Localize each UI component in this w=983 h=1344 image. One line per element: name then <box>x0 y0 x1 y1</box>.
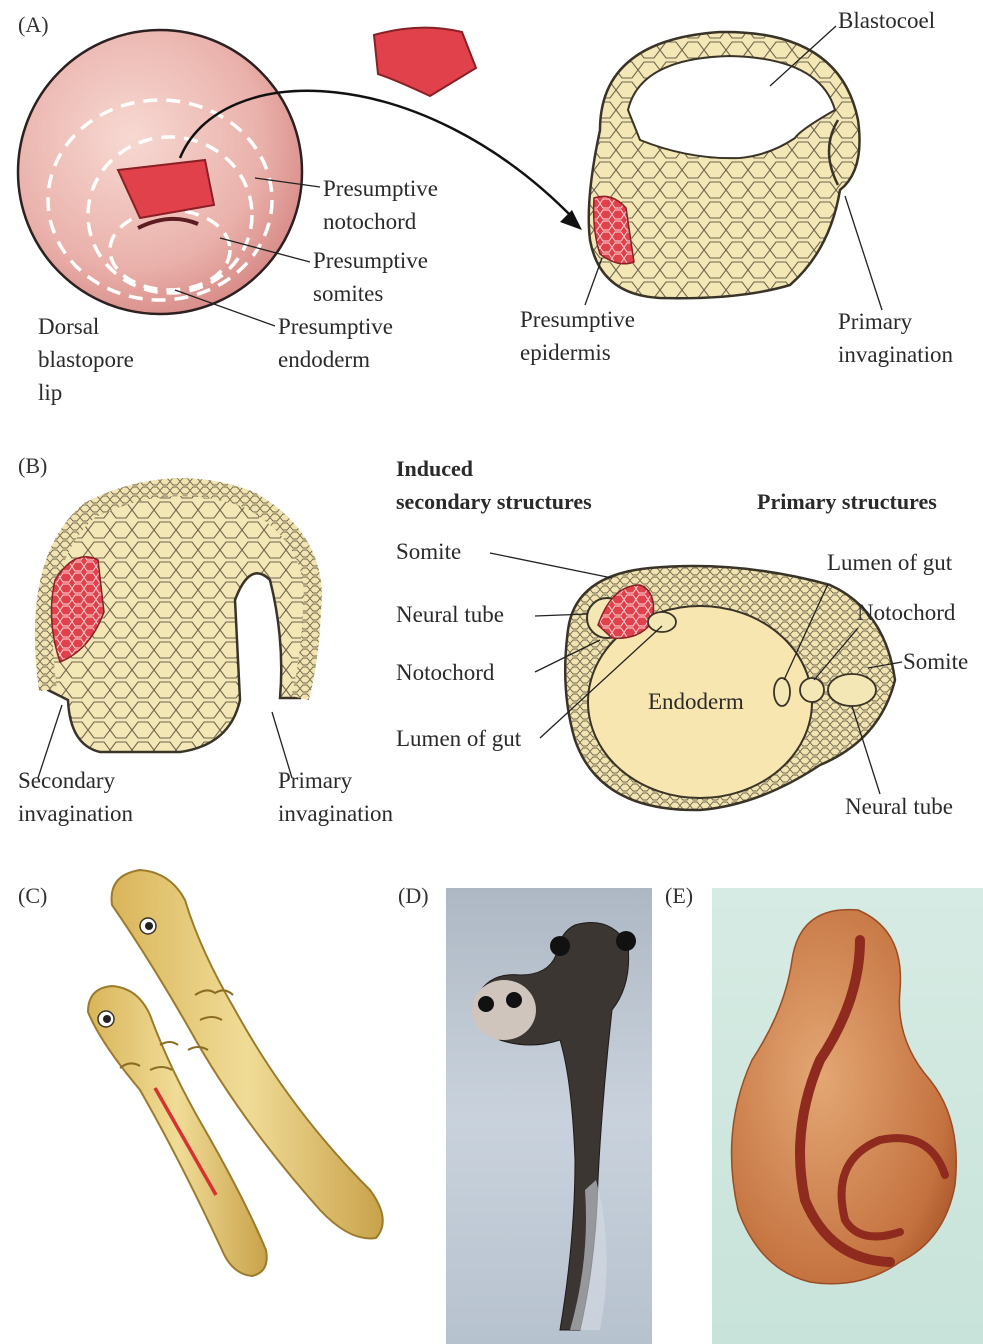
label-lumen-of-gut-primary: Lumen of gut <box>827 546 952 579</box>
panel-a <box>18 26 882 326</box>
primary-lumen-of-gut <box>774 678 790 706</box>
secondary-eye-right <box>506 992 522 1008</box>
primary-neural-tube <box>828 674 876 706</box>
label-dorsal-blastopore-lip: Dorsal blastopore lip <box>38 310 134 409</box>
panel-e-letter: (E) <box>665 883 693 909</box>
label-somite-primary: Somite <box>903 645 968 678</box>
panel-a-letter: (A) <box>18 12 49 38</box>
label-presumptive-notochord: Presumptive notochord <box>323 172 438 238</box>
label-neural-tube-primary: Neural tube <box>845 790 953 823</box>
panel-c-letter: (C) <box>18 883 47 909</box>
panel-d-photo <box>446 888 652 1344</box>
label-primary-structures: Primary structures <box>757 485 937 518</box>
label-presumptive-epidermis: Presumptive epidermis <box>520 303 635 369</box>
label-presumptive-somites: Presumptive somites <box>313 244 428 310</box>
label-notochord-primary: Notochord <box>857 596 955 629</box>
panel-e-photo <box>712 888 983 1344</box>
induced-notochord <box>648 612 676 632</box>
primary-notochord <box>800 678 824 702</box>
label-somite-induced: Somite <box>396 535 461 568</box>
panel-b <box>38 487 902 810</box>
label-presumptive-endoderm: Presumptive endoderm <box>278 310 393 376</box>
label-endoderm: Endoderm <box>648 685 744 718</box>
secondary-larva-pupil <box>103 1015 111 1023</box>
leader-primary-invagination-a <box>845 196 882 310</box>
leader-epidermis <box>585 258 602 305</box>
label-induced-secondary-structures: Induced secondary structures <box>396 452 592 518</box>
label-blastocoel: Blastocoel <box>838 4 935 37</box>
primary-eye-right <box>616 931 636 951</box>
panel-d-letter: (D) <box>398 883 429 909</box>
transplanted-tissue-piece <box>374 28 476 96</box>
label-secondary-invagination: Secondary invagination <box>18 764 133 830</box>
label-neural-tube-induced: Neural tube <box>396 598 504 631</box>
panel-c <box>88 870 383 1276</box>
primary-eye-left <box>550 936 570 956</box>
label-lumen-of-gut-induced: Lumen of gut <box>396 722 521 755</box>
transplant-arrowhead <box>560 210 582 230</box>
secondary-eye-left <box>478 996 494 1012</box>
label-primary-invagination-b: Primary invagination <box>278 764 393 830</box>
label-notochord-induced: Notochord <box>396 656 494 689</box>
leader-somite-left <box>490 553 612 578</box>
label-primary-invagination-a: Primary invagination <box>838 305 953 371</box>
primary-larva-pupil <box>145 922 153 930</box>
panel-b-letter: (B) <box>18 453 47 479</box>
